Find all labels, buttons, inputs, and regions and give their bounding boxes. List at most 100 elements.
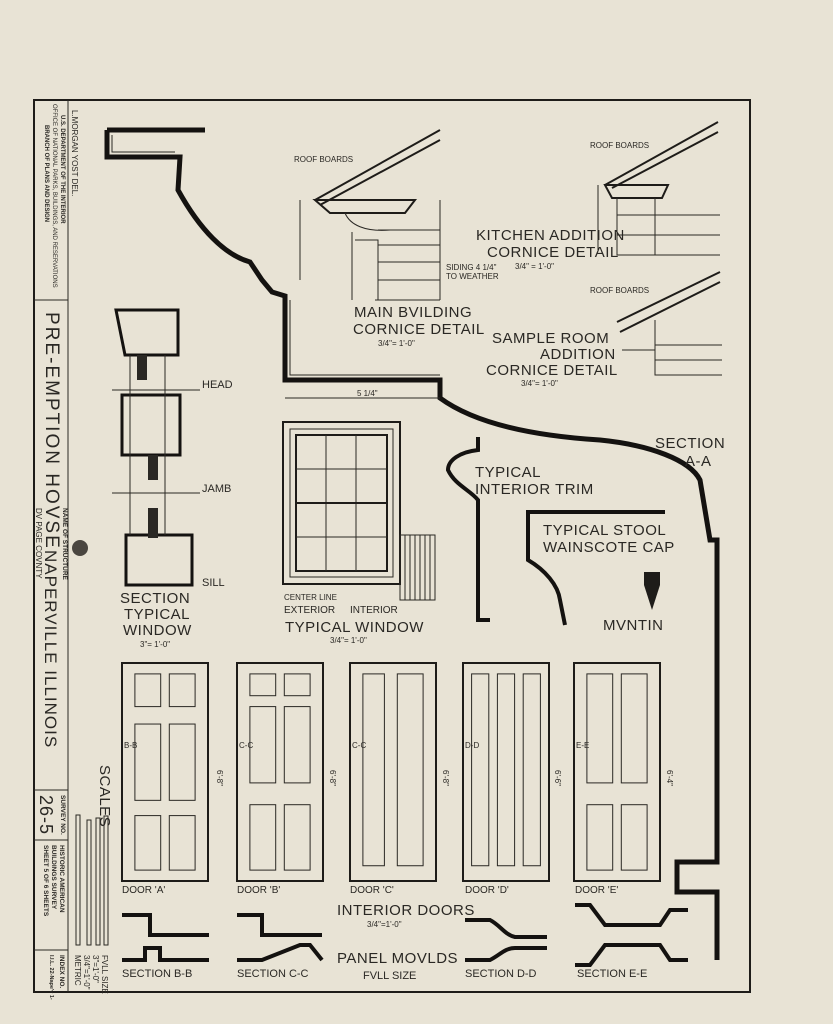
structure-name: PRE-EMPTION HOVSE — [41, 312, 62, 550]
window-sill: SILL — [202, 577, 225, 589]
stool-profile — [526, 510, 665, 626]
sheet-count: SHEET 5 OF 6 SHEETS — [42, 845, 49, 917]
door-elevation — [349, 662, 437, 882]
survey-line-2: BUILDINGS SURVEY — [50, 845, 57, 910]
main-cornice-scale: 3/4"= 1'-0" — [378, 339, 415, 348]
window-section-title-3: WINDOW — [123, 622, 192, 639]
doors-group — [121, 662, 661, 882]
door-panel — [471, 673, 490, 867]
section-a-a-dim: 5 1/4" — [357, 389, 378, 398]
door-elevation — [121, 662, 209, 882]
window-jamb: JAMB — [202, 483, 231, 495]
panel-moulds-title: PANEL MOVLDS — [337, 950, 458, 967]
window-interior: INTERIOR — [350, 605, 398, 616]
main-roof-boards: ROOF BOARDS — [294, 155, 353, 164]
kitchen-cornice-drawing — [597, 121, 720, 256]
delineator: L.MORGAN YOST DEL. — [70, 110, 79, 196]
door-panel — [249, 673, 277, 697]
door-e-section: E-E — [576, 741, 589, 750]
kitchen-roof-boards: ROOF BOARDS — [590, 141, 649, 150]
door-panel — [168, 673, 196, 708]
scales-title: SCALES — [96, 765, 113, 827]
door-panel — [362, 673, 385, 867]
survey-no: 26-5 — [36, 795, 56, 835]
kitchen-cornice-scale: 3/4" = 1'-0" — [515, 262, 554, 271]
agency-line-2: OFFICE OF NATIONAL PARKS, BUILDINGS, AND… — [51, 104, 57, 288]
window-center-line: CENTER LINE — [284, 593, 337, 602]
trim-title-2: INTERIOR TRIM — [475, 481, 594, 498]
section-b-b-label: SECTION B-B — [122, 968, 192, 980]
door-b-label: DOOR 'B' — [237, 885, 280, 896]
door-panel — [168, 815, 196, 871]
scale-full: FVLL SIZE — [100, 955, 109, 994]
doors-scale: 3/4"=1'-0" — [367, 920, 402, 929]
survey-line-1: HISTORIC AMERICAN — [58, 845, 65, 913]
sample-cornice-title-2: ADDITION — [540, 346, 616, 363]
section-a-a-title-2: A-A — [685, 453, 712, 470]
section-a-a-title-1: SECTION — [655, 435, 725, 452]
door-panel — [586, 673, 614, 784]
door-panel — [283, 706, 311, 784]
scale-3in: 3"=1'-0" — [91, 955, 100, 983]
panel-mould-sections — [122, 903, 688, 967]
door-b-height: 6'-8" — [328, 770, 337, 786]
window-scale: 3/4"= 1'-0" — [330, 636, 367, 645]
window-section-title-1: SECTION — [120, 590, 190, 607]
door-e-label: DOOR 'E' — [575, 885, 618, 896]
main-cornice-title-2: CORNICE DETAIL — [353, 321, 485, 338]
stool-title-1: TYPICAL STOOL — [543, 522, 666, 539]
sample-cornice-title-1: SAMPLE ROOM — [492, 330, 609, 347]
muntin-title: MVNTIN — [603, 617, 664, 634]
index-label: INDEX NO. — [58, 955, 65, 988]
doors-title: INTERIOR DOORS — [337, 902, 475, 919]
trim-title-1: TYPICAL — [475, 464, 541, 481]
structure-name-label: NAME OF STRUCTURE — [61, 508, 68, 581]
door-c-height: 6'-8" — [441, 770, 450, 786]
section-e-e-label: SECTION E-E — [577, 968, 647, 980]
muntin-profile — [644, 572, 660, 610]
door-elevation — [573, 662, 661, 882]
door-panel — [522, 673, 541, 867]
door-panel — [496, 673, 516, 867]
window-title: TYPICAL WINDOW — [285, 619, 424, 636]
agency-line-1: U.S. DEPARTMENT OF THE INTERIOR — [59, 115, 65, 224]
door-d-label: DOOR 'D' — [465, 885, 509, 896]
panel-moulds-scale: FVLL SIZE — [363, 970, 416, 982]
door-a-section: B-B — [124, 741, 137, 750]
section-a-a-profile — [104, 127, 720, 960]
door-panel — [134, 723, 162, 801]
door-c-label: DOOR 'C' — [350, 885, 394, 896]
door-panel — [249, 804, 277, 871]
door-panel — [283, 673, 311, 697]
interior-trim-profile — [445, 437, 490, 622]
section-d-d-label: SECTION D-D — [465, 968, 537, 980]
main-siding-2: TO WEATHER — [446, 272, 499, 281]
sample-cornice-scale: 3/4"= 1'-0" — [521, 379, 558, 388]
kitchen-cornice-title-2: CORNICE DETAIL — [487, 244, 619, 261]
door-panel — [134, 815, 162, 871]
sample-cornice-title-3: CORNICE DETAIL — [486, 362, 618, 379]
door-c-section: C-C — [352, 741, 366, 750]
door-panel — [620, 673, 648, 784]
window-section-title-2: TYPICAL — [124, 606, 190, 623]
scale-metric: METRIC — [73, 955, 82, 986]
survey-seal — [72, 540, 88, 556]
window-exterior: EXTERIOR — [284, 605, 335, 616]
door-a-height: 6'-8" — [215, 770, 224, 786]
door-panel — [168, 723, 196, 801]
scale-3-4in: 3/4"=1'-0" — [82, 955, 91, 990]
kitchen-cornice-title-1: KITCHEN ADDITION — [476, 227, 625, 244]
survey-no-label: SURVEY NO. — [59, 795, 66, 835]
window-section-drawing — [112, 308, 200, 587]
location: NAPERVILLE ILLINOIS — [41, 550, 60, 748]
stool-title-2: WAINSCOTE CAP — [543, 539, 675, 556]
door-elevation — [462, 662, 550, 882]
sheet-border — [33, 99, 751, 993]
main-siding-1: SIDING 4 1/4" — [446, 263, 497, 272]
door-panel — [620, 804, 648, 871]
door-panel — [134, 673, 162, 708]
county: DV PAGE COVNTY — [34, 508, 43, 579]
title-block: L.MORGAN YOST DEL. U.S. DEPARTMENT OF TH… — [34, 104, 113, 1000]
door-elevation — [236, 662, 324, 882]
agency-line-3: BRANCH OF PLANS AND DESIGN — [43, 125, 49, 222]
